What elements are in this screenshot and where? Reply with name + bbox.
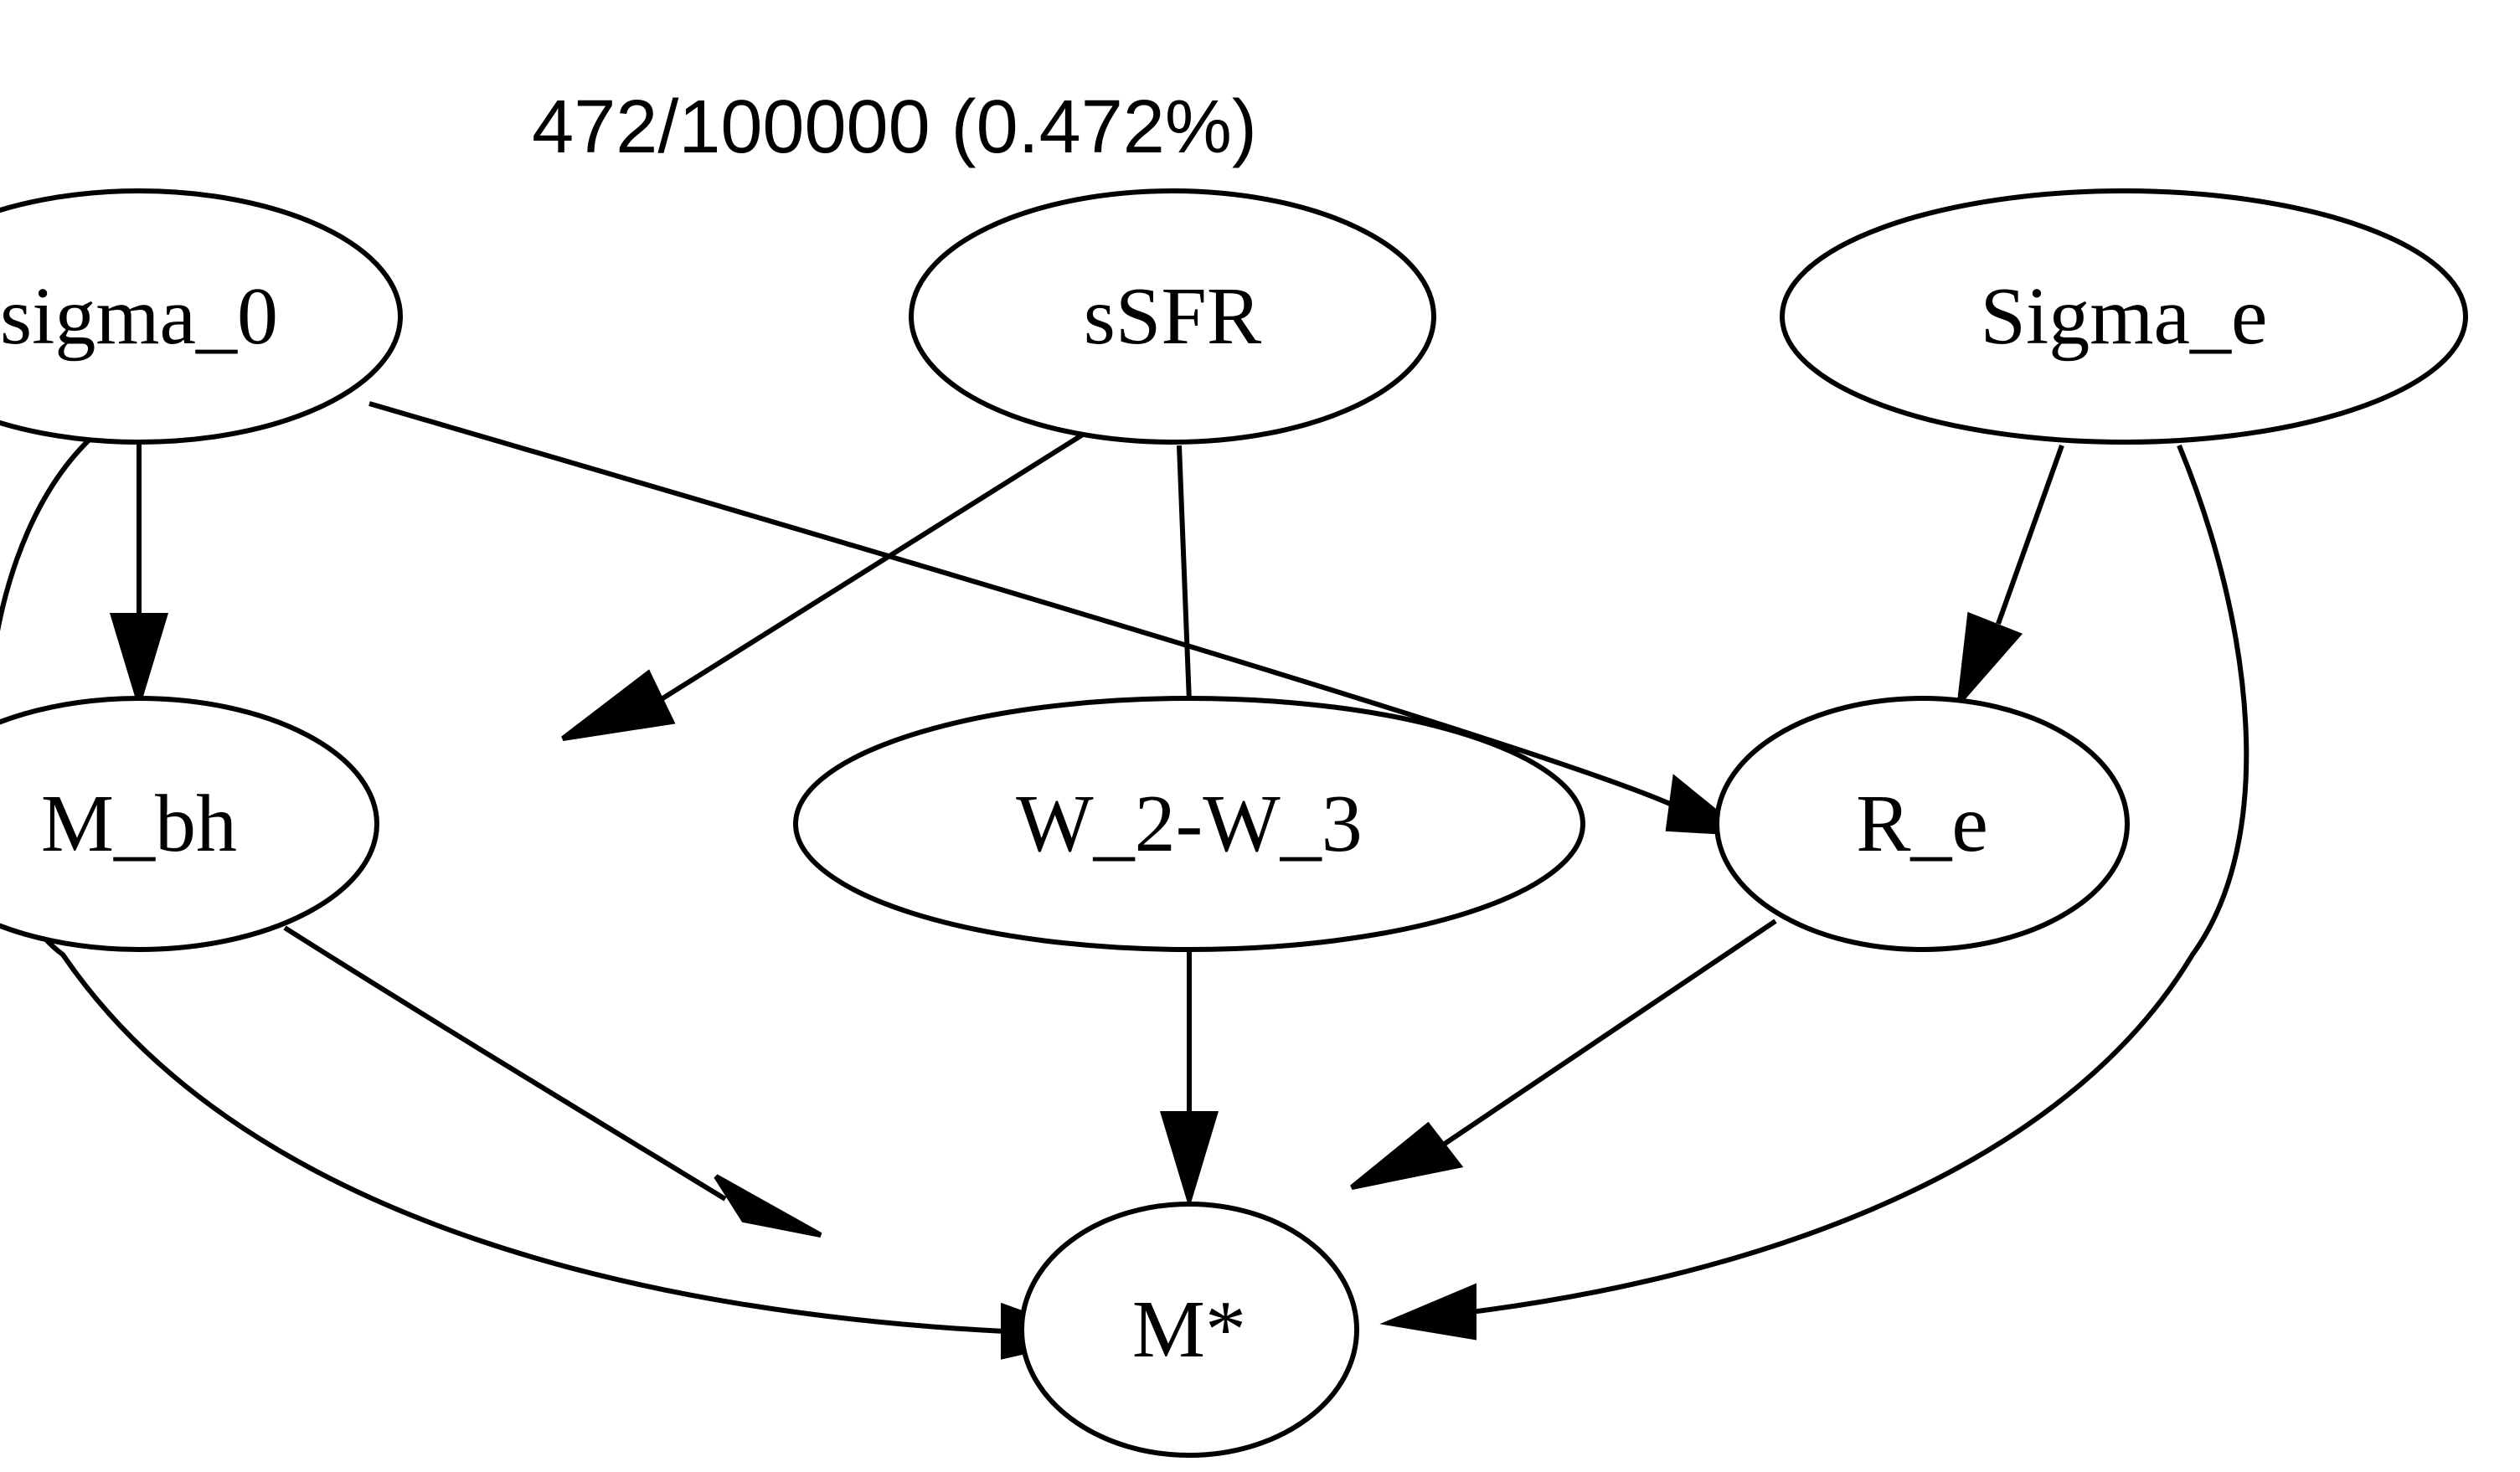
arrowhead-icon <box>1379 1283 1476 1341</box>
node-label: sigma_0 <box>0 271 278 362</box>
edge-sSFR-to-W_2-W_3 <box>1177 445 1192 703</box>
graph-title: 472/100000 (0.472%) <box>532 85 1257 169</box>
arrowhead-icon <box>1159 1111 1219 1209</box>
edge-W_2-W_3-to-Mstar <box>1159 946 1219 1209</box>
node-label: R_e <box>1856 779 1988 869</box>
edge-sSFR-to-M_bh <box>561 422 1100 741</box>
node-W_2-W_3[interactable]: W_2-W_3 <box>793 696 1585 952</box>
node-M_bh[interactable]: M_bh <box>0 696 379 952</box>
edge-M_bh-to-Mstar <box>283 925 822 1238</box>
node-label: Sigma_e <box>1981 271 2268 362</box>
arrowhead-icon <box>109 613 169 711</box>
arrowhead-icon <box>1956 611 2023 710</box>
arrowhead-icon <box>714 1174 822 1238</box>
node-label: M* <box>1132 1284 1246 1375</box>
node-Mstar[interactable]: M* <box>1019 1202 1359 1458</box>
node-label: sSFR <box>1084 271 1262 362</box>
arrowhead-icon <box>1350 1121 1464 1190</box>
edge-Sigma_e-to-Mstar <box>1379 444 2249 1341</box>
edge-R_e-to-Mstar <box>1350 919 1777 1190</box>
node-sigma_0[interactable]: sigma_0 <box>0 188 403 445</box>
edge-Sigma_e-to-R_e <box>1996 444 2064 625</box>
node-label: M_bh <box>41 779 237 869</box>
node-sSFR[interactable]: sSFR <box>909 188 1436 445</box>
node-label: W_2-W_3 <box>1016 779 1363 869</box>
edge-Sigma_e-to-R_e-head <box>1956 611 2023 710</box>
node-R_e[interactable]: R_e <box>1714 696 2130 952</box>
nodes: sigma_0 sSFR Sigma_e M_bh W_2-W_3 R_e M* <box>0 188 2468 1458</box>
arrowhead-icon <box>561 669 676 741</box>
node-Sigma_e[interactable]: Sigma_e <box>1780 188 2468 445</box>
